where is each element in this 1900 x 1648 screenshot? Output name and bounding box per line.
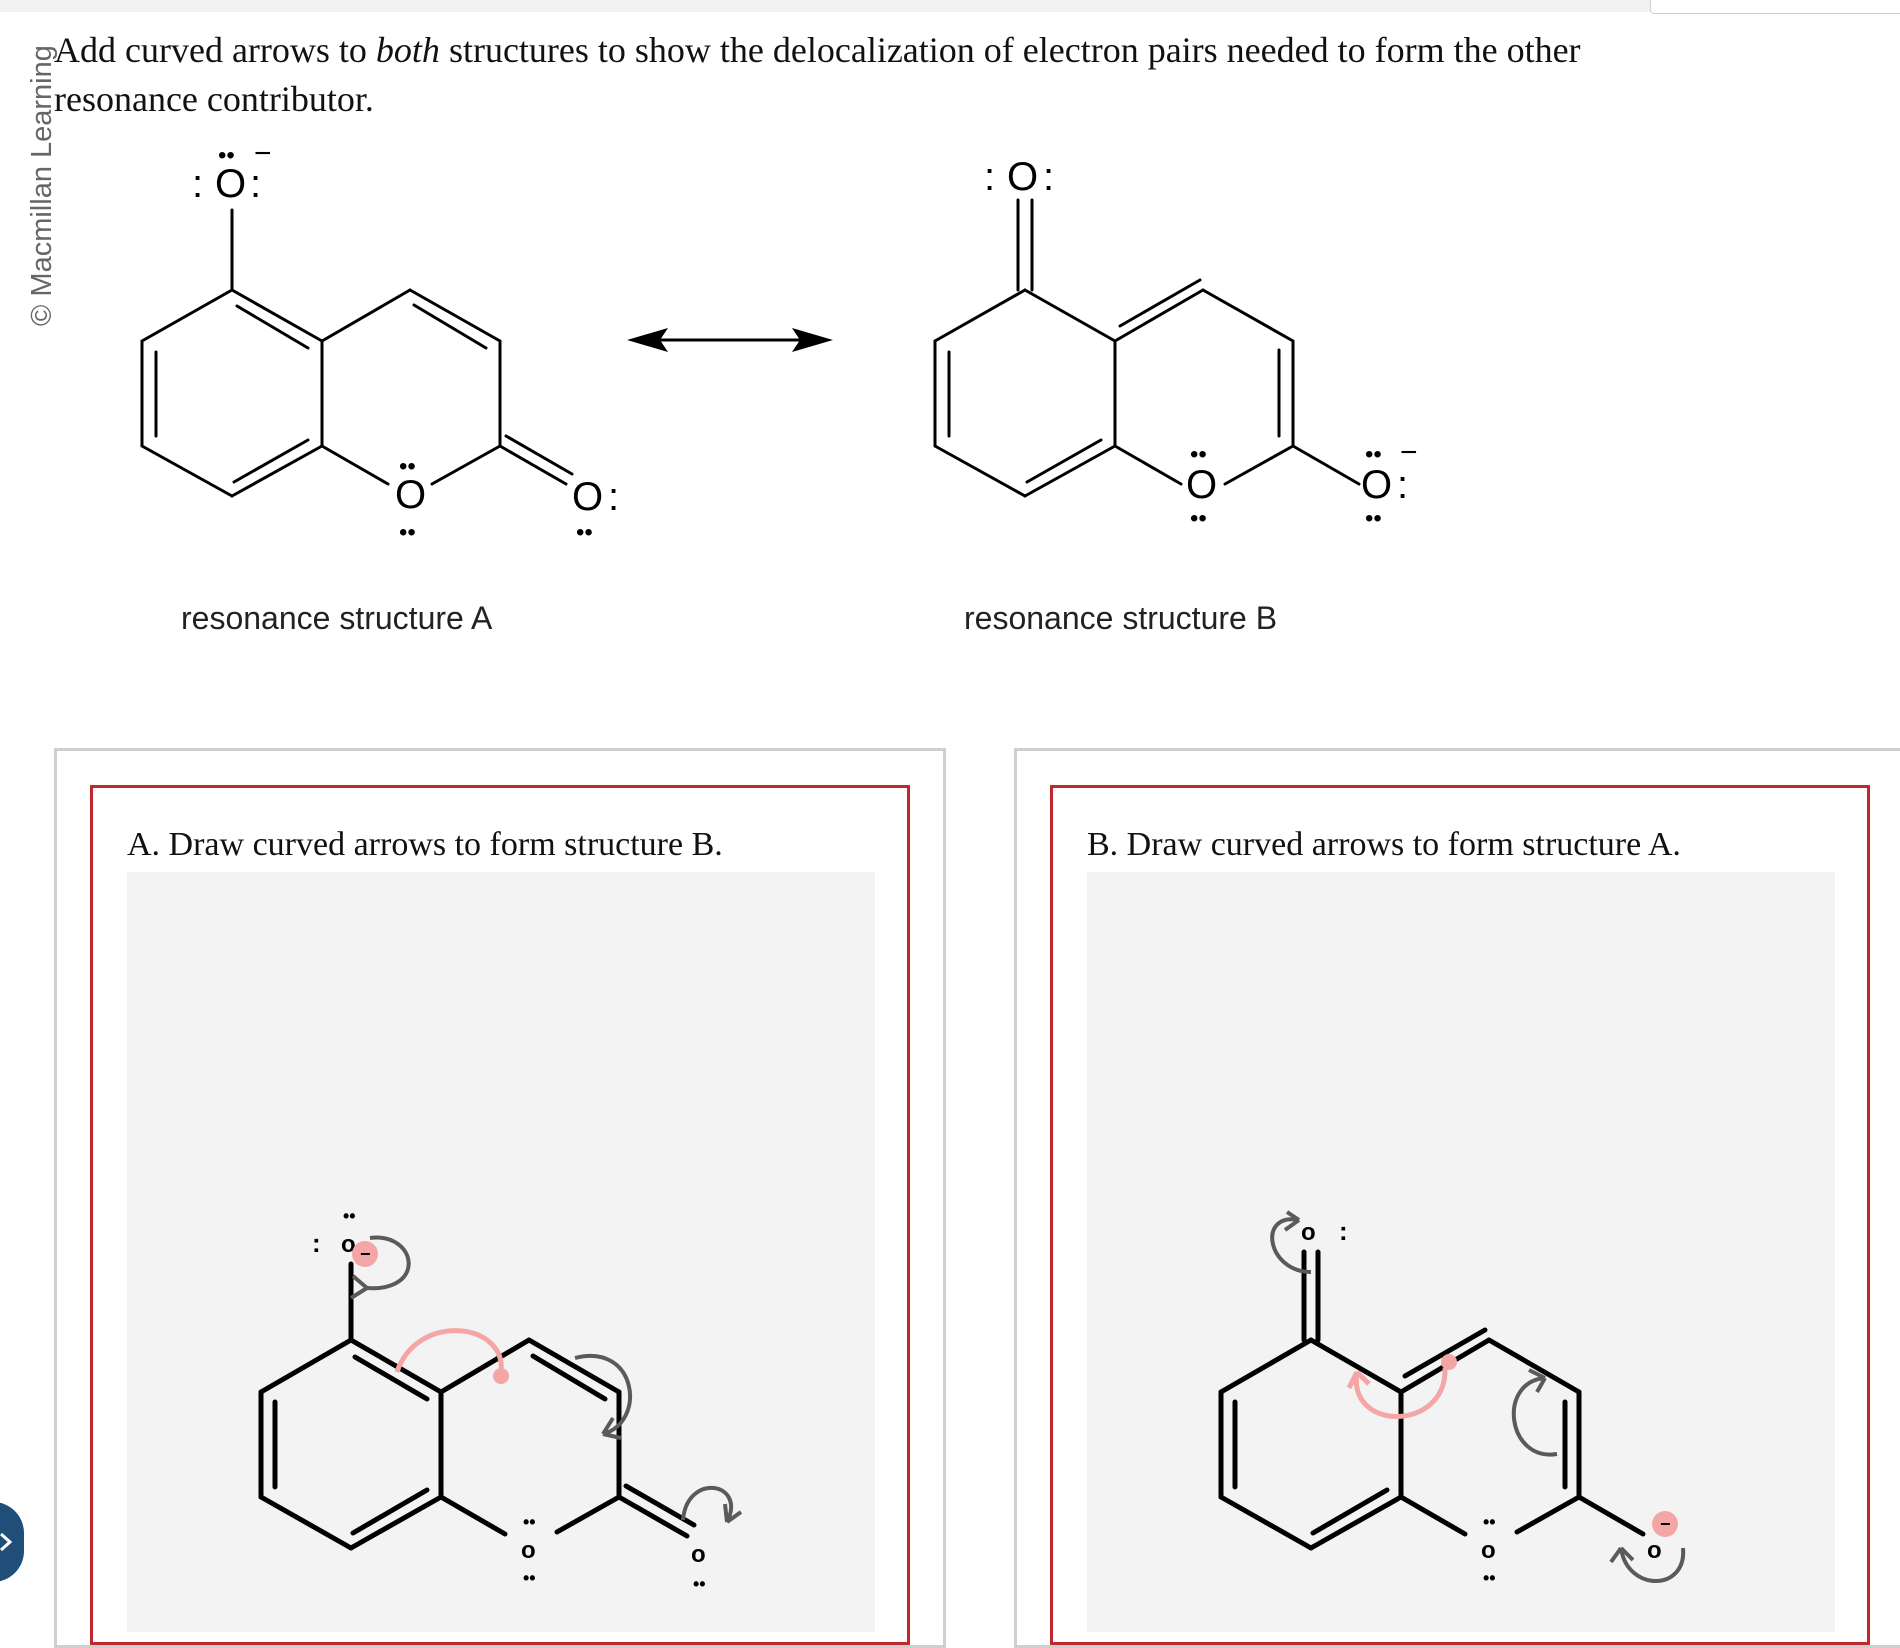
task-b-arrow-1-head — [1283, 1210, 1301, 1232]
side-nav-button[interactable] — [0, 1502, 24, 1582]
struct-a-carbonyl-oxygen-lone-pair-bottom: •• — [576, 519, 593, 546]
task-b-charge: − — [1660, 1514, 1671, 1534]
struct-b-exo-oxygen-lone-pair-bottom: •• — [1365, 505, 1382, 532]
task-b-top-oxygen-lp-right: : — [1339, 1216, 1348, 1246]
struct-a-top-oxygen-lone-pair-left: : — [192, 162, 203, 206]
task-b-drawing-canvas[interactable]: o : o •• •• o − — [1087, 872, 1835, 1632]
struct-a-top-oxygen-lone-pair: •• — [218, 142, 235, 169]
struct-a-carbonyl-oxygen: O — [572, 475, 603, 519]
chevron-right-icon — [0, 1532, 13, 1552]
task-a-arrow-1[interactable] — [366, 1235, 411, 1291]
task-b-title: B. Draw curved arrows to form structure … — [1087, 826, 1681, 863]
task-b-ring-oxygen: o — [1481, 1537, 1496, 1564]
task-a-arrow-2-tail — [493, 1368, 509, 1384]
task-a-ring-oxygen-lp-bottom: •• — [523, 1568, 536, 1588]
struct-b-caption: resonance structure B — [964, 600, 1278, 636]
task-b-panel: B. Draw curved arrows to form structure … — [1050, 785, 1870, 1645]
task-b-charge-highlight — [1652, 1511, 1678, 1537]
struct-b-ring-oxygen-lone-pair-top: •• — [1190, 441, 1207, 468]
struct-b-top-oxygen: O — [1007, 155, 1038, 199]
question-prompt: Add curved arrows to both structures to … — [54, 26, 1614, 124]
task-b-exo-oxygen: o — [1647, 1537, 1662, 1564]
task-b-top-oxygen: o — [1301, 1219, 1316, 1246]
task-a-arrow-4-head — [723, 1503, 743, 1524]
task-a-top-oxygen: o — [341, 1231, 356, 1258]
task-b-arrow-2-head — [1346, 1370, 1371, 1390]
top-strip — [0, 0, 1900, 12]
task-b-arrow-4[interactable] — [1619, 1547, 1686, 1583]
top-right-control[interactable] — [1650, 0, 1900, 14]
task-b-arrow-2[interactable] — [1353, 1367, 1448, 1419]
prompt-text-end: structures to show the delocalization of… — [54, 30, 1581, 119]
task-a-top-oxygen-lp-top: •• — [343, 1206, 356, 1226]
struct-a-top-oxygen-charge: − — [254, 137, 272, 170]
task-a-arrow-1-head — [349, 1274, 369, 1300]
struct-a-ring-oxygen: O — [395, 473, 426, 517]
prompt-emphasis: both — [375, 30, 440, 70]
task-b-arrow-3[interactable] — [1511, 1376, 1558, 1457]
resonance-structures-figure: O •• : : − O •• •• O : •• O : : O •• •• … — [140, 137, 1418, 546]
task-a-arrow-2[interactable] — [394, 1328, 504, 1373]
task-a-arrow-4[interactable] — [681, 1485, 734, 1523]
struct-a-ring-oxygen-lone-pair-bottom: •• — [399, 519, 416, 546]
task-a-carbonyl-oxygen: o — [691, 1541, 706, 1568]
struct-b-top-oxygen-lone-pair-right: : — [1043, 155, 1054, 199]
struct-b-ring-oxygen: O — [1186, 463, 1217, 507]
struct-a-ring-oxygen-lone-pair-top: •• — [399, 453, 416, 480]
task-a-top-oxygen-lp-left: : — [312, 1228, 321, 1258]
struct-b-exo-oxygen-lone-pair-right: : — [1397, 463, 1408, 507]
task-a-drawing-canvas[interactable]: o : •• o •• •• o •• − — [127, 872, 875, 1632]
task-a-charge: − — [360, 1244, 371, 1264]
task-b-arrow-4-head — [1609, 1546, 1635, 1564]
task-b-arrow-1[interactable] — [1270, 1217, 1312, 1274]
struct-a-top-oxygen-lone-pair-right: : — [250, 162, 261, 206]
struct-b-exo-oxygen-charge: − — [1400, 436, 1418, 469]
prompt-text-start: Add curved arrows to — [54, 30, 376, 70]
task-b-molecule: o : o •• •• o − — [1218, 1210, 1686, 1588]
task-b-ring-oxygen-lp-bottom: •• — [1483, 1568, 1496, 1588]
task-a-panel: A. Draw curved arrows to form structure … — [90, 785, 910, 1645]
task-a-arrow-3[interactable] — [574, 1353, 632, 1436]
struct-b-exo-oxygen: O — [1361, 463, 1392, 507]
task-a-carbonyl-oxygen-lp-bottom: •• — [693, 1574, 706, 1594]
struct-b-top-oxygen-lone-pair-left: : — [984, 155, 995, 199]
task-b-ring-oxygen-lp-top: •• — [1483, 1512, 1496, 1532]
task-a-ring-oxygen: o — [521, 1537, 536, 1564]
task-a-arrow-3-head — [601, 1416, 622, 1440]
task-a-title: A. Draw curved arrows to form structure … — [127, 826, 723, 863]
task-a-molecule: o : •• o •• •• o •• − — [258, 1206, 743, 1594]
struct-a-carbonyl-oxygen-lone-pair-right: : — [608, 475, 619, 519]
task-b-arrow-3-head — [1528, 1368, 1547, 1393]
task-a-ring-oxygen-lp-top: •• — [523, 1512, 536, 1532]
struct-a-top-oxygen: O — [215, 162, 246, 206]
struct-b-ring-oxygen-lone-pair-bottom: •• — [1190, 505, 1207, 532]
struct-a-caption: resonance structure A — [181, 600, 493, 636]
task-a-charge-highlight — [352, 1241, 378, 1267]
struct-b-exo-oxygen-lone-pair-top: •• — [1365, 441, 1382, 468]
task-b-arrow-2-tail — [1441, 1354, 1457, 1370]
